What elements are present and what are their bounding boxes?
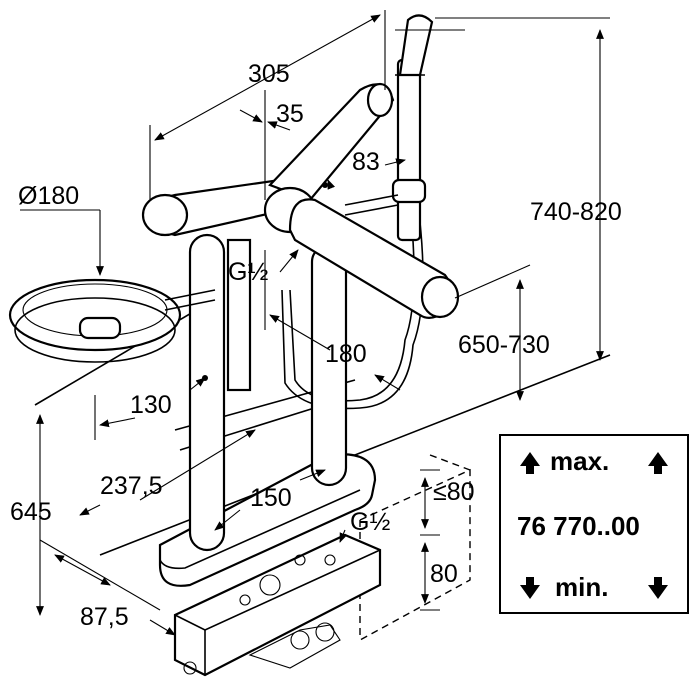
soap-dish [8,278,216,363]
dim-305: 305 [248,60,290,88]
dim-645: 645 [10,498,52,526]
spout [288,198,460,319]
dim-150: 150 [250,484,292,512]
dim-le-80: ≤80 [433,478,475,506]
max-label: max. [550,446,609,476]
dimension-lines [20,10,610,636]
dim-650-730: 650-730 [458,331,550,359]
dim-83: 83 [352,148,380,176]
dim-237-5: 237,5 [100,472,163,500]
dim-35: 35 [276,100,304,128]
dim-130: 130 [130,391,172,419]
dim-g12-top: G½ [228,258,268,286]
arrow-down-icon [648,577,668,599]
dim-80: 80 [430,560,458,588]
arrow-up-icon [648,452,668,474]
dim-g12-bottom: G½ [350,508,390,536]
arrow-down-icon [520,577,540,599]
hand-shower [395,14,465,77]
dim-180: 180 [325,340,367,368]
base-plate [158,453,377,587]
shower-rail [344,58,427,242]
article-number: 76 770..00 [517,511,640,541]
min-label: min. [555,572,608,602]
dim-diameter-180: Ø180 [18,182,79,210]
dim-740-820: 740-820 [530,198,622,226]
dimension-labels: 305 35 83 Ø180 G½ 740-820 180 650-730 13… [10,60,622,631]
arrow-up-icon [520,452,540,474]
dim-87-5: 87,5 [80,603,129,631]
info-box: max. 76 770..00 min. [499,434,689,614]
